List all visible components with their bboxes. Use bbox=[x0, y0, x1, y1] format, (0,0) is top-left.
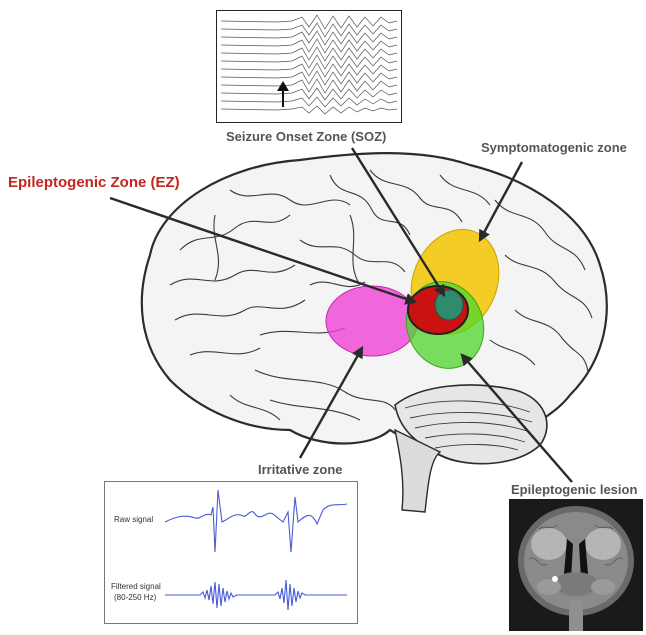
mri-image bbox=[509, 499, 643, 631]
hfo-panel: Raw signal Filtered signal (80-250 Hz) bbox=[104, 481, 358, 624]
hfo-traces bbox=[105, 482, 357, 623]
filtered-signal-trace bbox=[165, 580, 347, 610]
irritative-zone bbox=[326, 286, 418, 356]
soz-label: Seizure Onset Zone (SOZ) bbox=[226, 129, 386, 144]
irritative-label: Irritative zone bbox=[258, 462, 343, 477]
symptomatogenic-label: Symptomatogenic zone bbox=[481, 140, 627, 155]
raw-signal-trace bbox=[165, 490, 347, 552]
lesion-label: Epileptogenic lesion bbox=[511, 482, 637, 497]
ez-label: Epileptogenic Zone (EZ) bbox=[8, 174, 180, 191]
eeg-traces bbox=[217, 11, 401, 122]
mri-scan bbox=[509, 499, 643, 631]
seizure-onset-zone bbox=[435, 290, 463, 320]
eeg-panel bbox=[216, 10, 402, 123]
